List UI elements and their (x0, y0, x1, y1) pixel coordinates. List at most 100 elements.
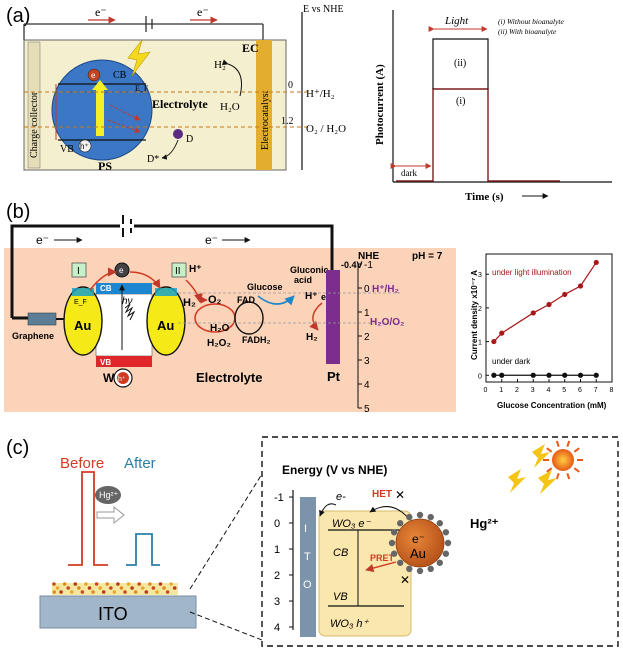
before-label: Before (60, 455, 104, 472)
nanoparticle-dot (98, 586, 102, 590)
hg-ion-dot (442, 550, 450, 557)
legend-with: (ii) With bioanalyte (498, 27, 557, 36)
chart-b-point-0 (546, 301, 552, 308)
chart-b-point-1 (562, 372, 568, 378)
nanoparticle-dot (155, 590, 159, 594)
electron-label-right: e⁻ (197, 5, 209, 19)
pot-label: -0.4V (341, 260, 363, 270)
vb-c-label: VB (333, 591, 348, 603)
zoom-box (261, 436, 619, 647)
energy-tick-label: 3 (274, 596, 280, 608)
chart-b-y-tick-label: 1 (478, 340, 482, 347)
panel-a: (a) e⁻ e⁻ Charge collector Electrocataly… (6, 4, 346, 173)
photon-zigzag-icon (124, 303, 136, 321)
fad-cycle (234, 301, 264, 335)
couple-b-h2: H⁺/H₂ (372, 284, 399, 295)
chart-b-point-1 (491, 372, 497, 378)
nanoparticle-dot (126, 582, 131, 586)
panel-c-label: (c) (6, 437, 29, 459)
sun-icon (552, 449, 574, 471)
sun-ray (546, 447, 553, 453)
sun-ray (555, 440, 560, 447)
ito-bar (300, 497, 316, 637)
nanoparticle-dot (69, 590, 74, 594)
au-c-label: Au (410, 546, 426, 561)
nhe-level-1: 1.2 (281, 116, 294, 127)
graphene-label: Graphene (12, 331, 54, 341)
chart-b-point-0 (530, 310, 536, 316)
chart-b-point-1 (546, 372, 552, 378)
donor-arrow (161, 139, 179, 160)
energy-tick-label: -1 (274, 492, 284, 504)
hg-ion-dot (406, 565, 413, 573)
electron-dot (87, 68, 101, 82)
recombination-arrow-2 (107, 119, 141, 133)
chart-b-point-0 (593, 259, 599, 266)
ps-label: PS (98, 159, 112, 173)
nanoparticle-dot (73, 582, 78, 586)
excitation-arrow (96, 86, 104, 136)
series-light-label: under light illumination (492, 268, 572, 277)
ef-label: E_F (135, 84, 149, 93)
h-plus-label: H⁺ (189, 264, 202, 275)
nanoparticle-dot (62, 582, 67, 586)
e-minus-c-label: e- (336, 491, 346, 503)
nanoparticle-dot (94, 582, 99, 586)
charge-collector (27, 41, 41, 169)
series-dark-label: under dark (492, 357, 531, 366)
au-particle-left (63, 286, 103, 356)
hg-ion-dot (427, 565, 434, 573)
nanoparticle-dot (52, 582, 56, 586)
donor-label: D (186, 134, 193, 145)
h2-2-label: H₂ (306, 332, 318, 343)
sun-ray (546, 467, 553, 473)
wo3-body (95, 293, 153, 357)
hg-ion-dot (444, 539, 452, 547)
chart-b-point-1 (530, 372, 536, 378)
photocurrent-x-label: Time (s) (465, 191, 504, 203)
chart-b-y-tick-label: 0 (478, 373, 482, 380)
couple-b-o2: H₂O/O₂ (370, 317, 404, 328)
panel-b-label: (b) (6, 201, 30, 223)
hg-ion-label: Hg²⁺ (99, 490, 119, 500)
wo3-vb-label: VB (100, 358, 111, 367)
vb-label: VB (60, 144, 74, 155)
h2-label: H₂ (214, 59, 226, 71)
nanoparticle-dot (66, 586, 70, 590)
au-right-band (155, 288, 177, 296)
nanoparticle-dot (55, 586, 60, 590)
hg-ion-dot (397, 559, 404, 566)
wo3-e-label: WO₃ e⁻ (332, 518, 371, 530)
hg-ion-dot (436, 520, 443, 527)
chart-b-x-tick-label: 8 (610, 387, 614, 394)
pret-arrow (365, 561, 397, 573)
chart-b-x-tick-label: 2 (515, 387, 519, 394)
hole-b-core (117, 372, 129, 384)
panel-b-chart: Current density x10⁻⁷ A Glucose Concentr… (470, 253, 614, 410)
ec-label: EC (242, 41, 259, 55)
chart-b-x-tick-label: 7 (594, 387, 598, 394)
nanoparticle-dot (84, 582, 88, 586)
path-box-ii-label: II (175, 266, 181, 277)
cb-c-label: CB (333, 547, 348, 559)
electrolyte-b-label: Electrolyte (196, 370, 262, 385)
hole-dot-label: h⁺ (80, 142, 89, 151)
electron-b-left: e⁻ (36, 233, 49, 247)
wo3-h-label: WO₃ h⁺ (330, 618, 369, 630)
electron-b-right: e⁻ (205, 233, 218, 247)
curve-ii-label: (ii) (454, 58, 466, 69)
chart-b-y-tick-label: 2 (478, 306, 482, 313)
nanoparticle-film (52, 582, 178, 595)
hg-add-arrow-icon (96, 505, 125, 525)
au-ef-label: E_F (74, 299, 87, 306)
o2-label: O₂ (208, 294, 222, 306)
sun-rays (543, 440, 583, 480)
au-nanoparticle (395, 518, 445, 568)
pret-label: PRET (370, 553, 395, 563)
energy-tick-label: 1 (274, 544, 280, 556)
path-box-i (71, 262, 87, 278)
nanoparticle-dot (151, 586, 156, 590)
h2-evolution-arrow (221, 59, 242, 97)
nanoparticle-dot (148, 582, 152, 586)
